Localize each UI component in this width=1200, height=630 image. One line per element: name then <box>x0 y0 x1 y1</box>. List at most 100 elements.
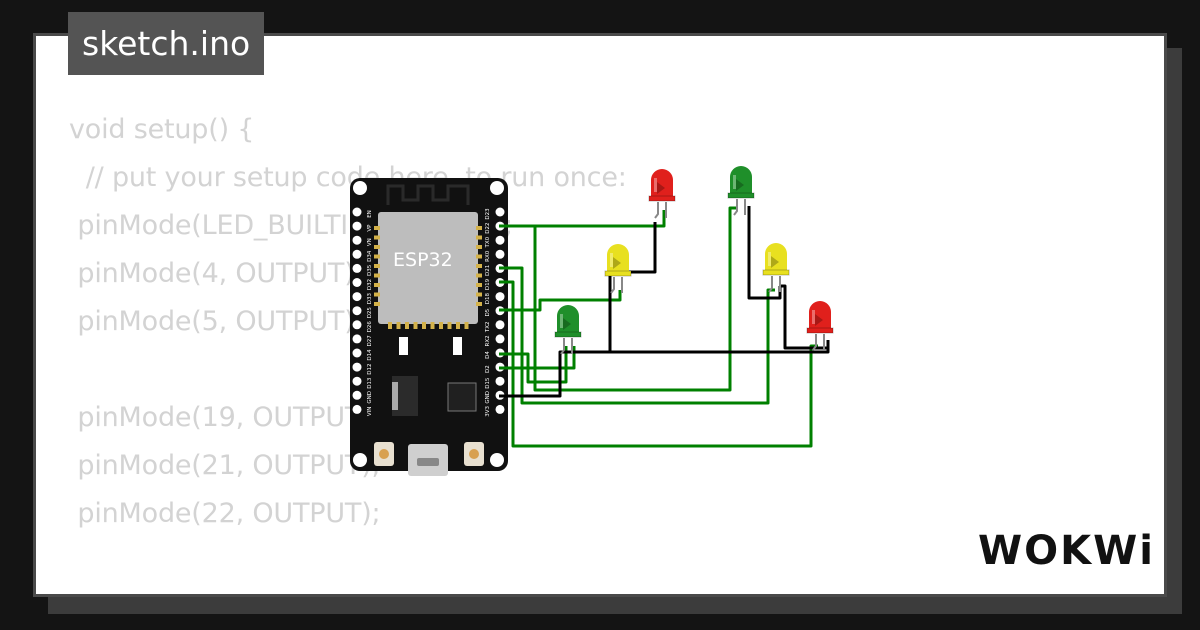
smd-component <box>453 337 462 355</box>
pin-d27[interactable] <box>352 334 362 344</box>
pin-d13[interactable] <box>352 376 362 386</box>
code-line: pinMode(4, OUTPUT); <box>69 258 364 289</box>
regulator-tab <box>392 382 398 410</box>
pin-d12[interactable] <box>352 362 362 372</box>
module-pin <box>374 226 380 230</box>
led-green-2[interactable] <box>554 305 582 355</box>
module-pin <box>464 322 469 329</box>
pin-label: D27 <box>367 335 373 347</box>
code-editor: void setup() { // put your setup code he… <box>69 106 627 594</box>
pin-label: D14 <box>367 349 373 361</box>
pin-vn[interactable] <box>352 235 362 245</box>
usb-chip <box>447 382 477 412</box>
pin-d26[interactable] <box>352 320 362 330</box>
pin-label: GND <box>367 391 373 404</box>
pin-label: D15 <box>485 377 491 389</box>
pin-rx0[interactable] <box>495 249 505 259</box>
led-red-2[interactable] <box>806 301 834 351</box>
pin-label: D5 <box>485 308 491 316</box>
module-pin <box>374 264 380 268</box>
pin-label: EN <box>367 210 373 218</box>
pin-label: TX2 <box>485 321 491 333</box>
smd-component <box>399 337 408 355</box>
pin-label: VP <box>367 224 373 232</box>
module-pin <box>476 226 482 230</box>
chip-label: ESP32 <box>393 249 453 271</box>
pin-label: D34 <box>367 250 373 262</box>
pin-label: TX0 <box>485 236 491 248</box>
module-pin <box>396 322 401 329</box>
module-pin <box>405 322 409 329</box>
pin-d33[interactable] <box>352 292 362 302</box>
board-pins <box>352 207 505 414</box>
module-pin <box>456 322 460 329</box>
pin-label: D23 <box>485 208 491 220</box>
pin-label: D32 <box>367 279 373 290</box>
module-pin <box>476 245 482 249</box>
module-pin <box>374 292 380 297</box>
pin-3v3[interactable] <box>495 404 505 414</box>
module-pin <box>388 322 392 329</box>
module-pin <box>476 283 482 287</box>
pin-d34[interactable] <box>352 249 362 259</box>
module-pin <box>439 322 443 329</box>
pin-label: D22 <box>485 222 491 233</box>
pin-label: D13 <box>367 377 373 389</box>
pin-rx2[interactable] <box>495 334 505 344</box>
pin-label: D35 <box>367 264 373 276</box>
pin-label: GND <box>485 391 491 404</box>
pin-label: D12 <box>367 363 373 374</box>
module-pin <box>413 322 418 329</box>
pin-gnd[interactable] <box>352 390 362 400</box>
pin-en[interactable] <box>352 207 362 217</box>
code-line: pinMode(5, OUTPUT); <box>69 306 364 337</box>
file-tab[interactable]: sketch.ino <box>68 12 265 75</box>
pin-label: D21 <box>485 265 491 276</box>
pin-label: D33 <box>367 292 373 304</box>
pin-label: VN <box>367 238 373 246</box>
pin-d18[interactable] <box>495 292 505 302</box>
module-pin <box>422 322 426 329</box>
pin-label: 3V3 <box>485 406 491 417</box>
module-pin <box>374 235 380 240</box>
wokwi-logo: WOKWi <box>978 528 1155 574</box>
pin-vin[interactable] <box>352 404 362 414</box>
module-pin <box>476 273 482 278</box>
pin-vp[interactable] <box>352 221 362 231</box>
module-pin <box>374 283 380 287</box>
pin-d35[interactable] <box>352 263 362 273</box>
module-pin <box>476 235 482 240</box>
led-red-1[interactable] <box>648 169 676 219</box>
module-pin <box>476 302 482 306</box>
pin-d25[interactable] <box>352 306 362 316</box>
module-pin <box>374 245 380 249</box>
led-green-1[interactable] <box>727 166 755 216</box>
leds <box>554 166 834 355</box>
pin-label: D2 <box>485 365 491 373</box>
module-pin <box>374 254 380 259</box>
module-pins <box>374 226 482 329</box>
pin-label: D26 <box>367 321 373 333</box>
pin-tx0[interactable] <box>495 235 505 245</box>
pin-label: VIN <box>367 407 373 417</box>
module-pin <box>476 254 482 259</box>
module-pin <box>374 273 380 278</box>
pin-label: D19 <box>485 278 491 290</box>
pin-d15[interactable] <box>495 376 505 386</box>
led-yellow-2[interactable] <box>762 243 790 293</box>
pin-label: D25 <box>367 307 373 319</box>
pin-label: RX0 <box>485 250 491 262</box>
led-yellow-1[interactable] <box>604 244 632 294</box>
pin-d32[interactable] <box>352 278 362 287</box>
module-pin <box>430 322 435 329</box>
esp32-board[interactable]: ESP32 ENVPVND34D35D32D33D25D26D27D14D12D… <box>350 178 508 476</box>
code-line: void setup() { <box>69 114 255 145</box>
wires <box>499 206 830 448</box>
code-line: pinMode(22, OUTPUT); <box>69 498 381 529</box>
module-pin <box>476 292 482 297</box>
pin-tx2[interactable] <box>495 320 505 330</box>
pin-d14[interactable] <box>352 348 362 358</box>
pin-d23[interactable] <box>495 207 505 217</box>
